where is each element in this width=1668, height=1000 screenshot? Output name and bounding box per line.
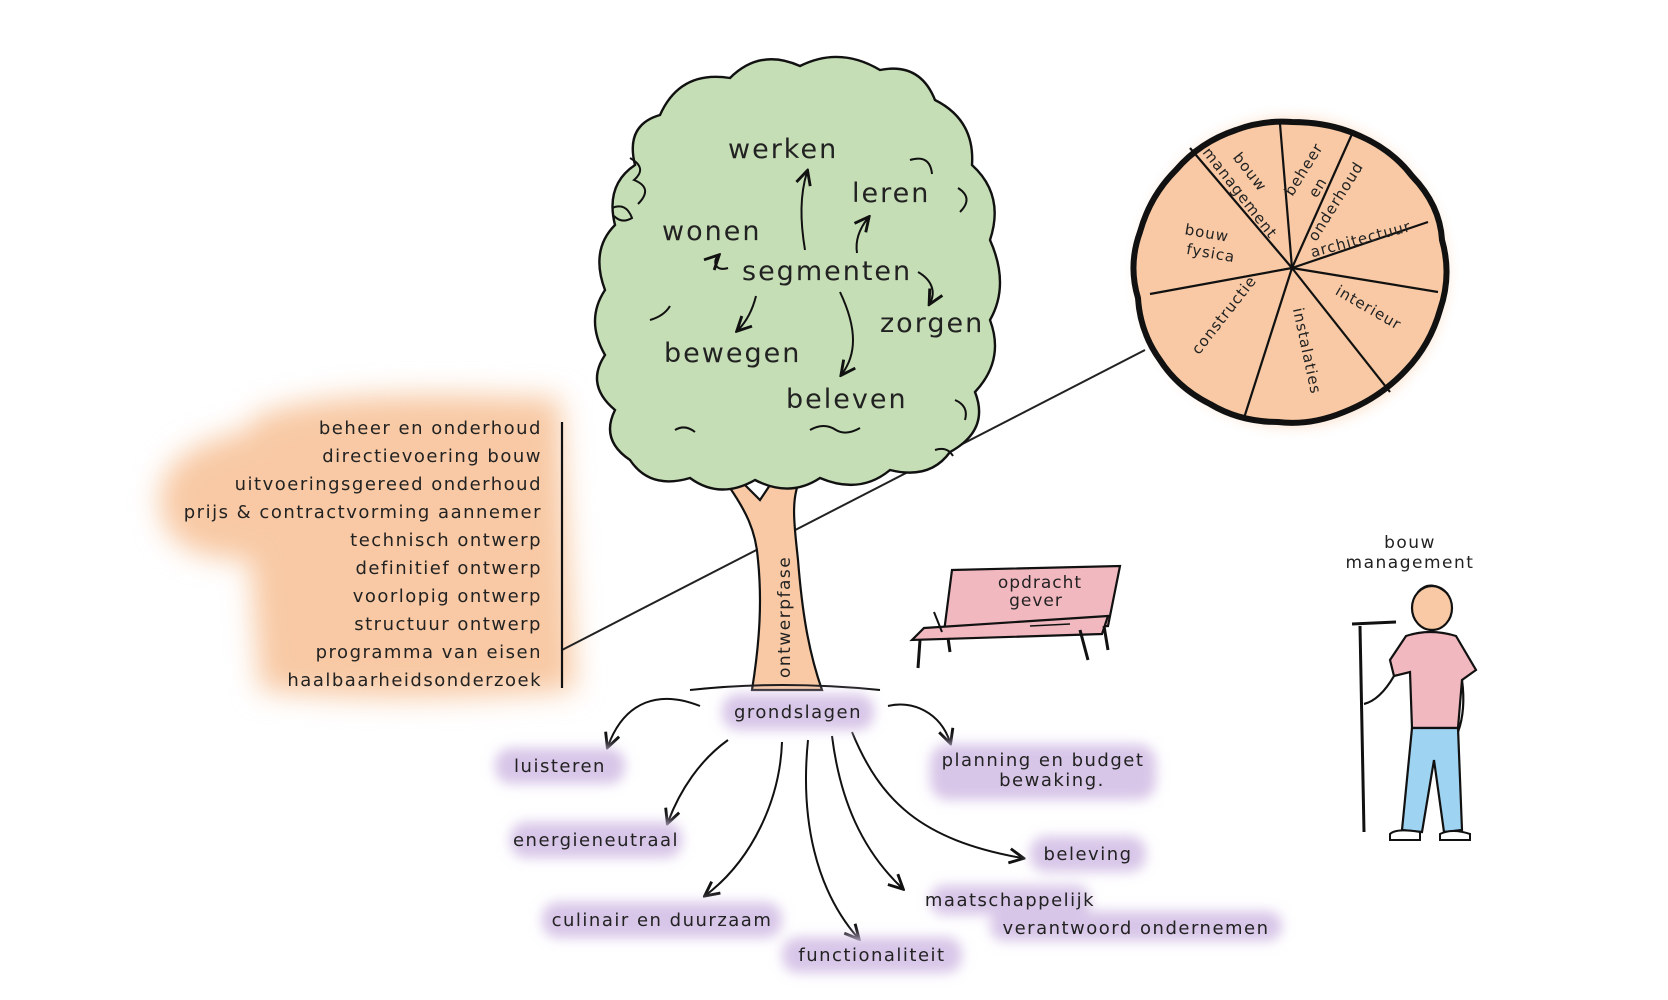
root-planning-2: bewaking.: [999, 770, 1105, 791]
root-planning: planning en budget: [942, 750, 1145, 771]
phase-item: prijs & contractvorming aannemer: [184, 502, 542, 523]
discipline-disc: bouw management beheer en onderhoud arch…: [1130, 116, 1450, 428]
phase-item: technisch ontwerp: [350, 530, 542, 551]
root-culinair: culinair en duurzaam: [552, 910, 773, 931]
root-label-backgrounds: [495, 694, 1282, 973]
person-label-2: management: [1346, 553, 1475, 573]
phases-connector-line: [561, 349, 1146, 651]
phase-item: programma van eisen: [316, 642, 542, 663]
bench: opdracht gever: [909, 564, 1122, 669]
segment-beleven: beleven: [786, 384, 908, 415]
phase-item: directievoering bouw: [322, 446, 542, 467]
segment-bewegen: bewegen: [664, 338, 801, 369]
phase-item: haalbaarheidsonderzoek: [287, 670, 542, 691]
segment-zorgen: zorgen: [880, 308, 984, 339]
phase-item: definitief ontwerp: [355, 558, 542, 579]
segment-arrows: [715, 172, 932, 374]
segment-werken: werken: [728, 134, 838, 165]
phase-item: uitvoeringsgereed onderhoud: [235, 474, 542, 495]
segment-center-label: segmenten: [742, 256, 912, 287]
segment-wonen: wonen: [662, 216, 761, 247]
root-energieneutraal: energieneutraal: [513, 830, 679, 851]
phase-item: voorlopig ontwerp: [353, 586, 542, 607]
root-luisteren: luisteren: [514, 756, 606, 777]
root-beleving: beleving: [1043, 844, 1132, 865]
roots-center-label: grondslagen: [734, 702, 862, 723]
root-maatschappelijk: maatschappelijk: [925, 890, 1095, 911]
root-functionaliteit: functionaliteit: [798, 945, 945, 966]
bench-label-2: gever: [1009, 591, 1063, 611]
phase-item: beheer en onderhoud: [319, 418, 542, 439]
trunk-label: ontwerpfase: [775, 556, 795, 678]
bench-label: opdracht: [998, 573, 1082, 593]
canopy: [593, 55, 1002, 491]
person-label: bouw: [1384, 533, 1436, 553]
root-arrows: [608, 698, 1022, 938]
person-figure: bouw management: [1346, 533, 1478, 841]
phase-item: structuur ontwerp: [354, 614, 542, 635]
phases-background: [160, 394, 575, 698]
segment-leren: leren: [852, 178, 930, 209]
ground-line: [689, 684, 881, 691]
phases-list: beheer en onderhoud directievoering bouw…: [184, 418, 542, 691]
trunk: [703, 458, 824, 692]
root-maatschappelijk-2: verantwoord ondernemen: [1002, 918, 1269, 939]
